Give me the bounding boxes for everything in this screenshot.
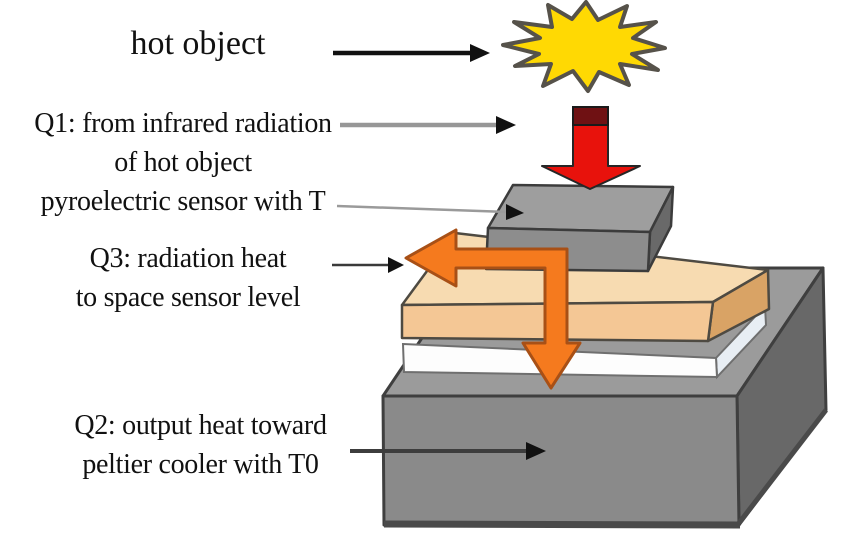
q3-label-arrow bbox=[332, 257, 404, 273]
q3-label: Q3: radiation heat to space sensor level bbox=[38, 239, 338, 317]
q1-label-arrow bbox=[340, 116, 516, 134]
base-bottom-edge bbox=[383, 520, 741, 529]
q3-label-line2: to space sensor level bbox=[75, 282, 301, 313]
q1-label: Q1: from infrared radiation of hot objec… bbox=[28, 104, 338, 221]
q1-label-line2: of hot object bbox=[114, 147, 252, 178]
q2-label-arrow bbox=[350, 442, 546, 460]
infrared-radiation-arrow-icon bbox=[541, 106, 641, 190]
sensor-top-face bbox=[486, 183, 675, 234]
hot-object-starburst-icon bbox=[501, 0, 667, 93]
sensor-label-arrow bbox=[336, 204, 524, 220]
q2-label-line1: Q2: output heat toward bbox=[74, 410, 327, 441]
ir-arrow-cap bbox=[572, 106, 609, 126]
base-front-face bbox=[381, 394, 741, 527]
sensor-label: pyroelectric sensor with T bbox=[40, 186, 326, 217]
q2-label: Q2: output heat toward peltier cooler wi… bbox=[48, 406, 353, 484]
base-bottom-right-edge bbox=[737, 408, 828, 525]
ir-arrow-body bbox=[541, 124, 641, 190]
heat-flow-arrow-icon bbox=[404, 228, 582, 390]
q2-label-line2: peltier cooler with T0 bbox=[82, 449, 319, 480]
q1-label-line1: Q1: from infrared radiation bbox=[34, 108, 332, 139]
q3-label-line1: Q3: radiation heat bbox=[89, 243, 287, 274]
hot-object-label: hot object bbox=[130, 25, 266, 62]
hot-object-label-arrow bbox=[333, 44, 490, 62]
